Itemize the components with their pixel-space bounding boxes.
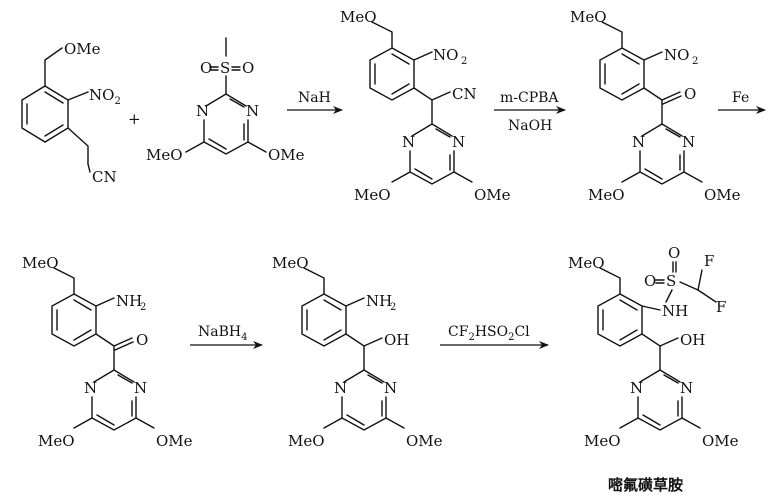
reagent-nabh4: NaBH4 — [198, 324, 247, 343]
svg-text:N: N — [246, 102, 259, 120]
svg-text:S: S — [220, 59, 230, 77]
svg-text:MeO: MeO — [570, 8, 607, 26]
plus-sign: + — [128, 110, 141, 128]
svg-text:MeO: MeO — [146, 146, 183, 164]
svg-text:O: O — [668, 244, 680, 262]
product-molecule: O S O F F NH MeO OH N N MeO OMe — [568, 244, 739, 450]
svg-text:O: O — [242, 59, 254, 77]
svg-text:S: S — [666, 272, 676, 290]
svg-text:MeO: MeO — [584, 432, 621, 450]
svg-text:2: 2 — [140, 302, 146, 313]
svg-text:O: O — [200, 59, 212, 77]
svg-text:N: N — [196, 102, 209, 120]
reactant-2-pyrimidine: O S O N N MeO OMe — [146, 37, 305, 164]
svg-text:MeO: MeO — [588, 186, 625, 204]
svg-text:N: N — [452, 133, 465, 151]
svg-text:CN: CN — [452, 85, 477, 103]
intermediate-ketone: MeO NO 2 O N N MeO OMe — [570, 8, 741, 204]
svg-text:O: O — [136, 331, 148, 349]
svg-text:F: F — [704, 252, 714, 270]
intermediate-amino-alcohol: MeO NH 2 OH N N MeO OMe — [272, 254, 443, 450]
svg-text:NH: NH — [116, 292, 142, 310]
svg-text:N: N — [384, 379, 397, 397]
svg-text:NO: NO — [664, 46, 689, 64]
intermediate-nitrile: MeO NO 2 CN N N MeO OMe — [340, 8, 511, 204]
ome-label: OMe — [64, 40, 101, 58]
svg-text:OH: OH — [680, 331, 705, 349]
svg-text:NH: NH — [366, 292, 392, 310]
svg-text:N: N — [84, 379, 97, 397]
reagent-mcpba: m-CPBA — [500, 90, 559, 106]
svg-text:OMe: OMe — [406, 432, 443, 450]
reagent-nah: NaH — [298, 90, 331, 106]
reagent-naoh: NaOH — [508, 118, 552, 134]
svg-text:N: N — [402, 133, 415, 151]
svg-text:OMe: OMe — [474, 186, 511, 204]
svg-text:2: 2 — [390, 302, 396, 313]
svg-text:OMe: OMe — [268, 146, 305, 164]
svg-text:N: N — [682, 133, 695, 151]
reactant-1-nitrile: OMe NO2 CN — [21, 40, 121, 186]
svg-text:OH: OH — [384, 331, 409, 349]
svg-text:O: O — [684, 85, 696, 103]
svg-text:MeO: MeO — [354, 186, 391, 204]
svg-text:MeO: MeO — [340, 8, 377, 26]
svg-text:MeO: MeO — [288, 432, 325, 450]
svg-text:OMe: OMe — [156, 432, 193, 450]
svg-text:MeO: MeO — [568, 254, 605, 272]
svg-text:MeO: MeO — [22, 254, 59, 272]
cn-label: CN — [92, 168, 117, 186]
svg-text:N: N — [680, 379, 693, 397]
svg-text:F: F — [716, 298, 726, 316]
product-name: 嘧氟磺草胺 — [608, 476, 683, 494]
svg-text:2: 2 — [692, 56, 698, 67]
nitro-label: NO2 — [89, 86, 121, 107]
svg-text:N: N — [630, 379, 643, 397]
svg-text:2: 2 — [461, 56, 467, 67]
svg-text:N: N — [632, 133, 645, 151]
svg-text:N: N — [334, 379, 347, 397]
intermediate-amino-ketone: MeO NH 2 O N N MeO OMe — [22, 254, 193, 450]
svg-text:OMe: OMe — [704, 186, 741, 204]
svg-text:NH: NH — [662, 302, 688, 320]
svg-text:MeO: MeO — [38, 432, 75, 450]
svg-text:MeO: MeO — [272, 254, 309, 272]
svg-text:N: N — [134, 379, 147, 397]
svg-text:O: O — [644, 272, 656, 290]
reagent-cf2hso2cl: CF2HSO2Cl — [448, 324, 530, 343]
reagent-fe: Fe — [732, 90, 749, 106]
svg-text:OMe: OMe — [702, 432, 739, 450]
svg-text:NO: NO — [433, 46, 458, 64]
